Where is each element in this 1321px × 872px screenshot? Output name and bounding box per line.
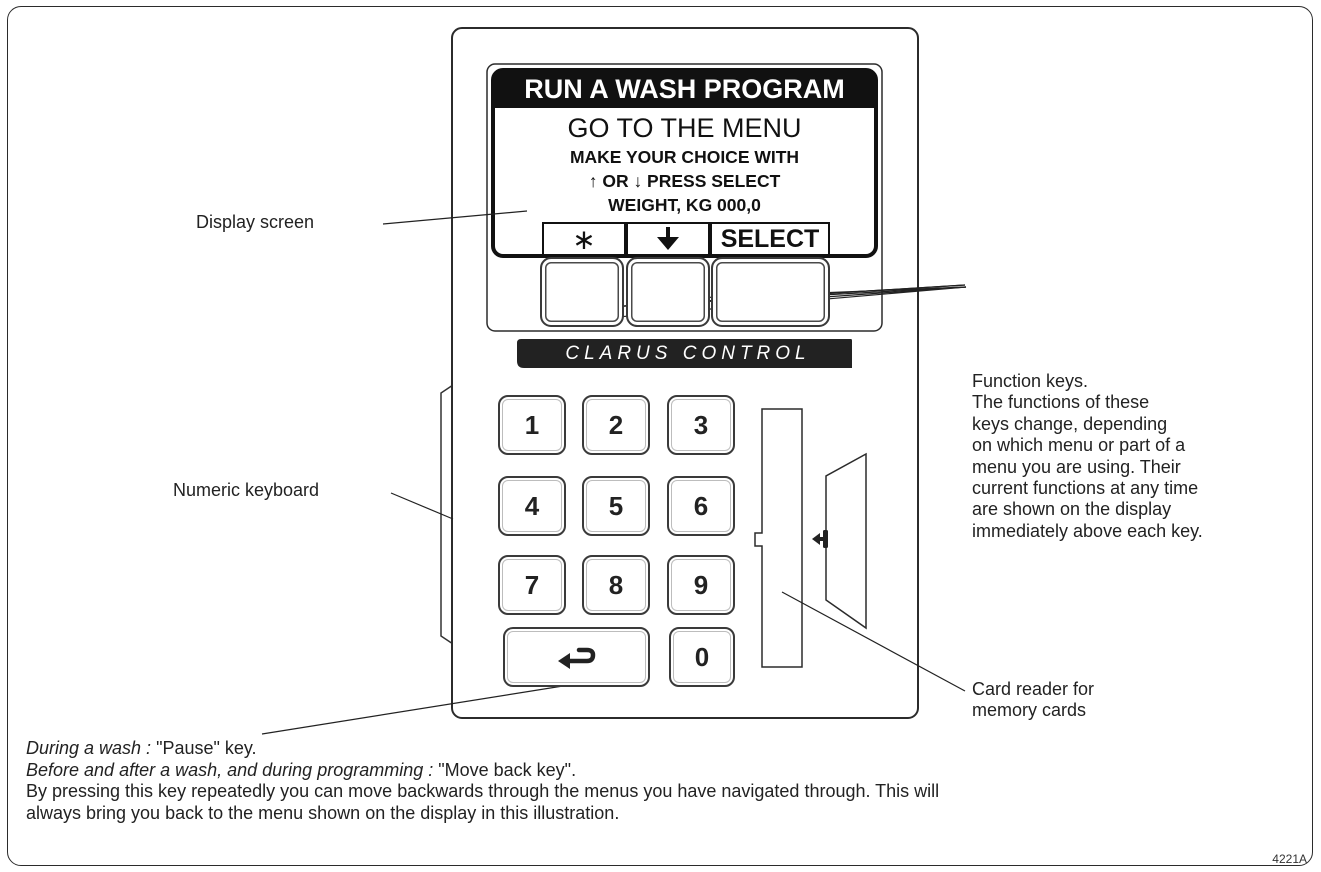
display-title: RUN A WASH PROGRAM <box>524 74 845 104</box>
key-4[interactable]: 4 <box>498 476 566 536</box>
callout-display-screen: Display screen <box>196 212 315 232</box>
down-arrow-icon <box>657 227 679 250</box>
function-key-3[interactable] <box>711 257 830 327</box>
softkey-label-select: SELECT <box>710 222 830 256</box>
display-line-1: GO TO THE MENU <box>567 113 802 143</box>
figure-reference: 4221A <box>1272 852 1307 866</box>
key-9[interactable]: 9 <box>667 555 735 615</box>
note-line-2: Before and after a wash, and during prog… <box>26 759 577 780</box>
key-1[interactable]: 1 <box>498 395 566 455</box>
display-line-3: ↑ OR ↓ PRESS SELECT <box>588 171 781 191</box>
function-key-2[interactable] <box>626 257 710 327</box>
key-3[interactable]: 3 <box>667 395 735 455</box>
key-6[interactable]: 6 <box>667 476 735 536</box>
function-key-1[interactable] <box>540 257 624 327</box>
back-key-notes: During a wash : "Pause" key. Before and … <box>26 738 939 824</box>
key-0[interactable]: 0 <box>669 627 735 687</box>
card-reader-slot[interactable] <box>754 408 803 668</box>
note-line-1: During a wash : "Pause" key. <box>26 738 257 758</box>
display-title-bar <box>493 70 876 108</box>
note-line-3: By pressing this key repeatedly you can … <box>26 781 940 801</box>
callout-function-keys: Function keys. The functions of these ke… <box>972 371 1203 541</box>
display-line-2: MAKE YOUR CHOICE WITH <box>569 147 800 167</box>
softkey-label-asterisk: ∗ <box>542 222 626 256</box>
brand-plate <box>517 339 852 368</box>
card-reader-wedge <box>825 452 867 630</box>
softkey-label-down <box>626 222 710 256</box>
key-8[interactable]: 8 <box>582 555 650 615</box>
back-arrow-icon <box>557 647 595 669</box>
figure-frame <box>7 6 1313 866</box>
callout-numeric-keyboard: Numeric keyboard <box>173 480 320 500</box>
brand-label: CLARUS CONTROL <box>565 343 811 364</box>
note-line-4: always bring you back to the menu shown … <box>26 802 620 823</box>
key-2[interactable]: 2 <box>582 395 650 455</box>
callout-card-reader: Card reader for memory cards <box>972 679 1095 721</box>
key-7[interactable]: 7 <box>498 555 566 615</box>
back-key[interactable] <box>503 627 650 687</box>
key-5[interactable]: 5 <box>582 476 650 536</box>
display-line-4: WEIGHT, KG 000,0 <box>608 195 761 215</box>
insert-card-arrow-icon <box>812 530 828 548</box>
